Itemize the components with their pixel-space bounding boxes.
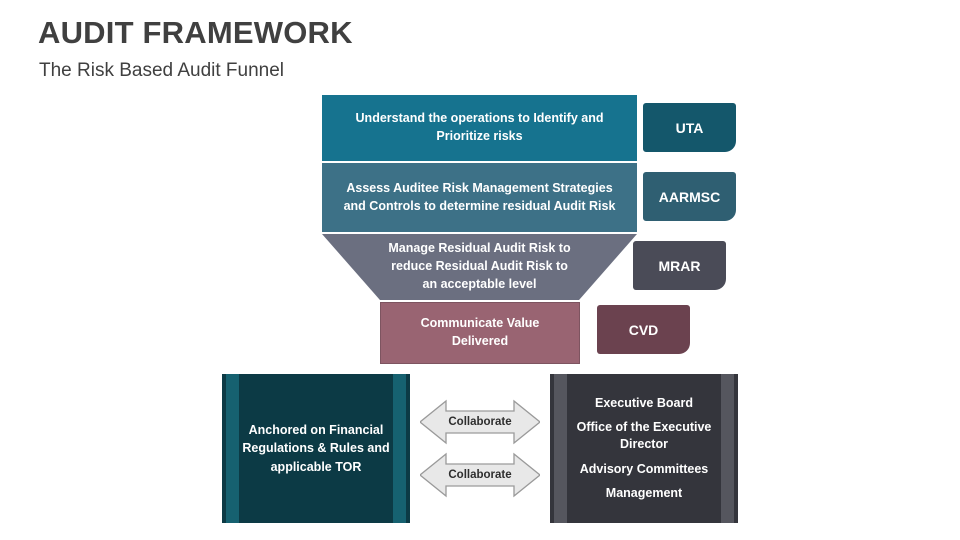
double-headed-arrow-icon	[420, 452, 540, 498]
collaborate-arrow-bottom: Collaborate	[420, 452, 540, 498]
funnel-stage-2: Assess Auditee Risk Management Strategie…	[322, 163, 637, 232]
funnel-stage-1: Understand the operations to Identify an…	[322, 95, 637, 161]
page-subtitle: The Risk Based Audit Funnel	[39, 60, 285, 81]
list-item: Management	[605, 485, 683, 500]
governance-bodies-list: Executive Board Office of the Executive …	[550, 395, 738, 502]
anchored-foundation-text: Anchored on Financial Regulations & Rule…	[242, 423, 390, 474]
list-item: Advisory Committees	[579, 461, 709, 476]
double-headed-arrow-icon	[420, 399, 540, 445]
governance-bodies-box: Executive Board Office of the Executive …	[550, 374, 738, 523]
anchored-foundation-box: Anchored on Financial Regulations & Rule…	[222, 374, 410, 523]
governance-box-stripe-left	[554, 374, 567, 523]
badge-cvd: CVD	[597, 305, 690, 354]
funnel-stage-3: Manage Residual Audit Risk to reduce Res…	[322, 234, 637, 300]
anchored-box-stripe-right	[393, 374, 406, 523]
page-title: AUDIT FRAMEWORK	[38, 15, 353, 50]
list-item: Office of the Executive Director	[576, 420, 712, 452]
anchored-box-stripe-left	[226, 374, 239, 523]
badge-uta: UTA	[643, 103, 736, 152]
list-item: Executive Board	[595, 395, 693, 410]
governance-box-stripe-right	[721, 374, 734, 523]
collaborate-arrow-top: Collaborate	[420, 399, 540, 445]
badge-mrar: MRAR	[633, 241, 726, 290]
funnel-stage-4: Communicate Value Delivered	[380, 302, 580, 364]
badge-aarmsc: AARMSC	[643, 172, 736, 221]
